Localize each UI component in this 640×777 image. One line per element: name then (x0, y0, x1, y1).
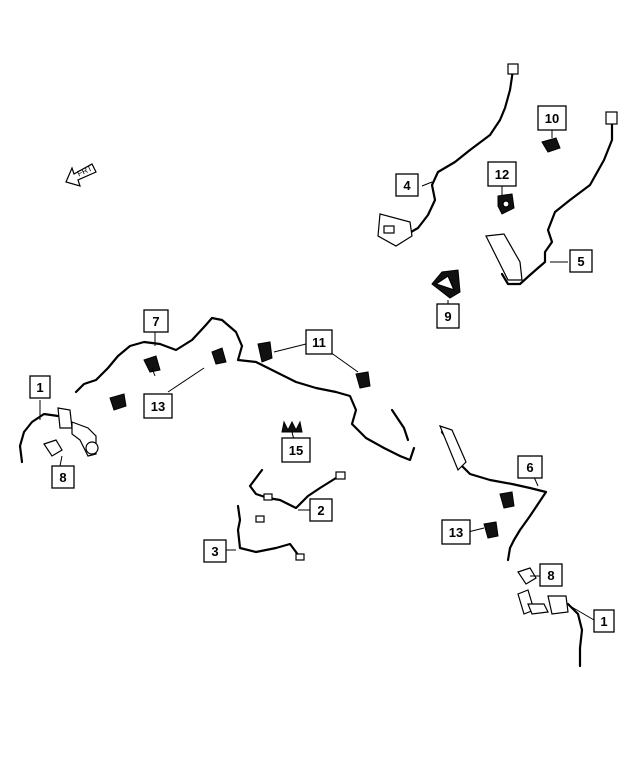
clip-11-b (355, 371, 371, 389)
brake-tube-3 (236, 504, 305, 561)
callout-label: 4 (403, 178, 411, 193)
callout-label: 13 (449, 525, 463, 540)
bracket-9 (431, 269, 461, 299)
callout-label: 1 (36, 380, 43, 395)
clip-13-right-b (483, 521, 499, 539)
callout-label: 10 (545, 111, 559, 126)
callout-label: 15 (289, 443, 303, 458)
callout-6: 6 (517, 455, 543, 479)
callout-8-right: 8 (539, 563, 563, 587)
callout-13-right: 13 (441, 519, 471, 545)
callout-label: 11 (312, 335, 326, 350)
callout-label: 12 (495, 167, 509, 182)
callout-label: 2 (317, 503, 324, 518)
clip-8-left (43, 439, 63, 457)
clip-10 (541, 132, 561, 153)
callout-label: 9 (444, 309, 451, 324)
leader-lines (39, 130, 595, 621)
clip-12 (497, 188, 515, 215)
callout-8-left: 8 (51, 465, 75, 489)
brake-tube-6 (438, 425, 548, 562)
callout-13-left: 13 (143, 393, 173, 419)
callout-label: 8 (547, 568, 554, 583)
callout-11: 11 (305, 329, 333, 355)
callout-3: 3 (203, 539, 227, 563)
callout-9: 9 (436, 303, 460, 329)
callout-label: 13 (151, 399, 165, 414)
brake-tube-2 (248, 468, 346, 510)
callout-12: 12 (487, 161, 517, 187)
clips-15 (281, 420, 303, 433)
callout-2: 2 (309, 498, 333, 522)
clip-left-rear (109, 393, 127, 411)
callout-10: 10 (537, 105, 567, 131)
brake-hose-1-left (18, 407, 99, 464)
clip-13-left-b (211, 347, 227, 365)
callout-label: 5 (577, 254, 584, 269)
callout-1-right: 1 (593, 609, 615, 633)
brake-hose-1-right (517, 589, 584, 668)
clip-11-a (257, 341, 273, 363)
callout-label: 3 (211, 544, 218, 559)
callout-label: 6 (526, 460, 533, 475)
callout-4: 4 (395, 173, 419, 197)
brake-tube-5 (485, 111, 618, 286)
callout-label: 1 (600, 614, 607, 629)
callout-label: 8 (59, 470, 66, 485)
brake-tube-7 (74, 316, 416, 462)
clip-13-left-a (143, 355, 161, 373)
callout-15: 15 (281, 437, 311, 463)
callout-1-left: 1 (29, 375, 51, 399)
callout-label: 7 (152, 314, 159, 329)
callout-5: 5 (569, 249, 593, 273)
clip-8-right (517, 567, 537, 585)
callout-7: 7 (143, 309, 169, 333)
brake-tube-4 (377, 63, 519, 247)
front-direction-arrow: FRT (65, 163, 97, 187)
clip-13-right-a (499, 491, 515, 509)
